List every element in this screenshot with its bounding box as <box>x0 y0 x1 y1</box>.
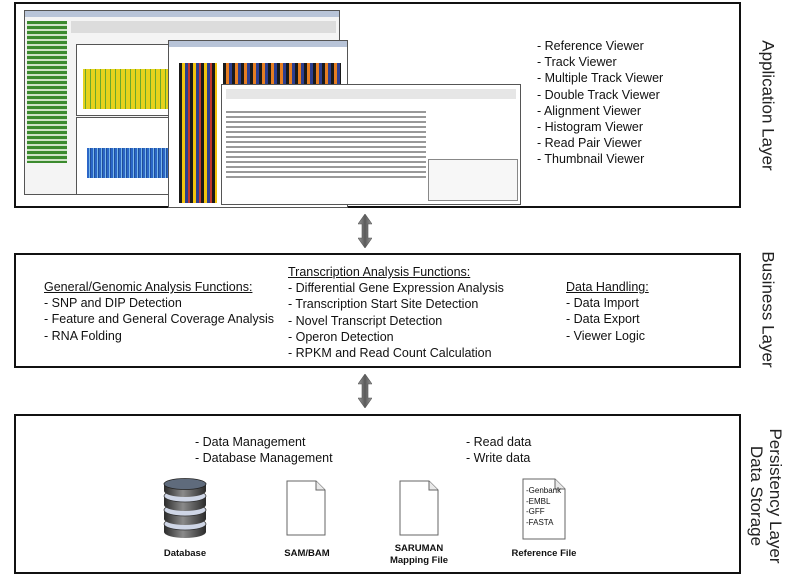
data-handling-item: - Data Import <box>566 296 639 311</box>
viewer-item: - Track Viewer <box>537 55 617 70</box>
management-item: - Data Management <box>195 435 306 449</box>
data-handling-item: - Viewer Logic <box>566 328 645 343</box>
reference-format-item: -Genbank <box>526 486 562 495</box>
transcription-analysis-column: Transcription Analysis Functions: - Diff… <box>288 264 504 361</box>
reference-format-item: -FASTA <box>526 517 554 527</box>
data-ops-item: - Read data <box>466 435 532 449</box>
database-icon <box>163 478 207 538</box>
viewer-item: - Double Track Viewer <box>537 87 660 102</box>
double-arrow-icon <box>358 214 372 248</box>
viewer-item: - Reference Viewer <box>537 39 644 53</box>
saruman-mapping-file-icon <box>399 480 439 536</box>
double-arrow-icon <box>358 374 372 408</box>
viewer-item: - Thumbnail Viewer <box>537 152 645 167</box>
transcription-analysis-item: - Novel Transcript Detection <box>288 313 443 328</box>
genomic-analysis-item: - Feature and General Coverage Analysis <box>44 312 274 327</box>
data-ops-item: - Write data <box>466 451 531 466</box>
management-item: - Database Management <box>195 451 333 466</box>
reference-format-list: -Genbank -EMBL -GFF -FASTA <box>526 486 561 528</box>
management-list: - Data Management - Database Management <box>195 434 333 466</box>
reference-format-item: -GFF <box>526 507 545 516</box>
data-handling-item: - Data Export <box>566 312 640 327</box>
business-layer-box <box>14 253 741 368</box>
transcription-analysis-item: - Operon Detection <box>288 329 394 344</box>
genomic-analysis-column: General/Genomic Analysis Functions: - SN… <box>44 279 274 344</box>
genomic-analysis-item: - SNP and DIP Detection <box>44 296 182 311</box>
viewer-item: - Read Pair Viewer <box>537 136 642 151</box>
reference-file-icon <box>522 478 566 540</box>
sam-bam-file-icon <box>286 480 326 536</box>
double-track-viewer-screenshot <box>76 117 176 195</box>
data-handling-column: Data Handling: - Data Import - Data Expo… <box>566 279 649 344</box>
genomic-analysis-heading: General/Genomic Analysis Functions: <box>44 280 253 294</box>
track-viewer-screenshot <box>76 44 176 116</box>
data-handling-heading: Data Handling: <box>566 280 649 294</box>
viewer-item: - Multiple Track Viewer <box>537 71 664 86</box>
transcription-analysis-item: - Transcription Start Site Detection <box>288 297 479 312</box>
persistency-layer-label-line2: Data Storage <box>747 445 766 547</box>
business-layer-label: Business Layer <box>758 251 778 368</box>
viewer-item: - Histogram Viewer <box>537 120 644 135</box>
reference-file-label: Reference File <box>511 548 577 559</box>
sam-bam-label: SAM/BAM <box>284 548 330 559</box>
persistency-layer-label-line1: Persistency Layer <box>766 428 785 564</box>
application-layer-label: Application Layer <box>758 40 778 171</box>
persistency-layer-box <box>14 414 741 574</box>
viewer-item: - Alignment Viewer <box>537 103 641 118</box>
saruman-label-line1: SARUMAN <box>394 543 444 554</box>
alignment-viewer-screenshot <box>221 84 521 205</box>
data-ops-list: - Read data - Write data <box>466 434 531 466</box>
reference-format-item: -EMBL <box>526 496 551 506</box>
viewer-list: - Reference Viewer - Track Viewer - Mult… <box>537 38 663 168</box>
transcription-analysis-heading: Transcription Analysis Functions: <box>288 265 471 279</box>
saruman-label-line2: Mapping File <box>389 555 449 566</box>
genomic-analysis-item: - RNA Folding <box>44 328 122 343</box>
transcription-analysis-item: - Differential Gene Expression Analysis <box>288 281 504 296</box>
transcription-analysis-item: - RPKM and Read Count Calculation <box>288 346 492 361</box>
database-label: Database <box>163 548 207 559</box>
persistency-layer-label: Persistency Layer Data Storage <box>745 421 785 571</box>
